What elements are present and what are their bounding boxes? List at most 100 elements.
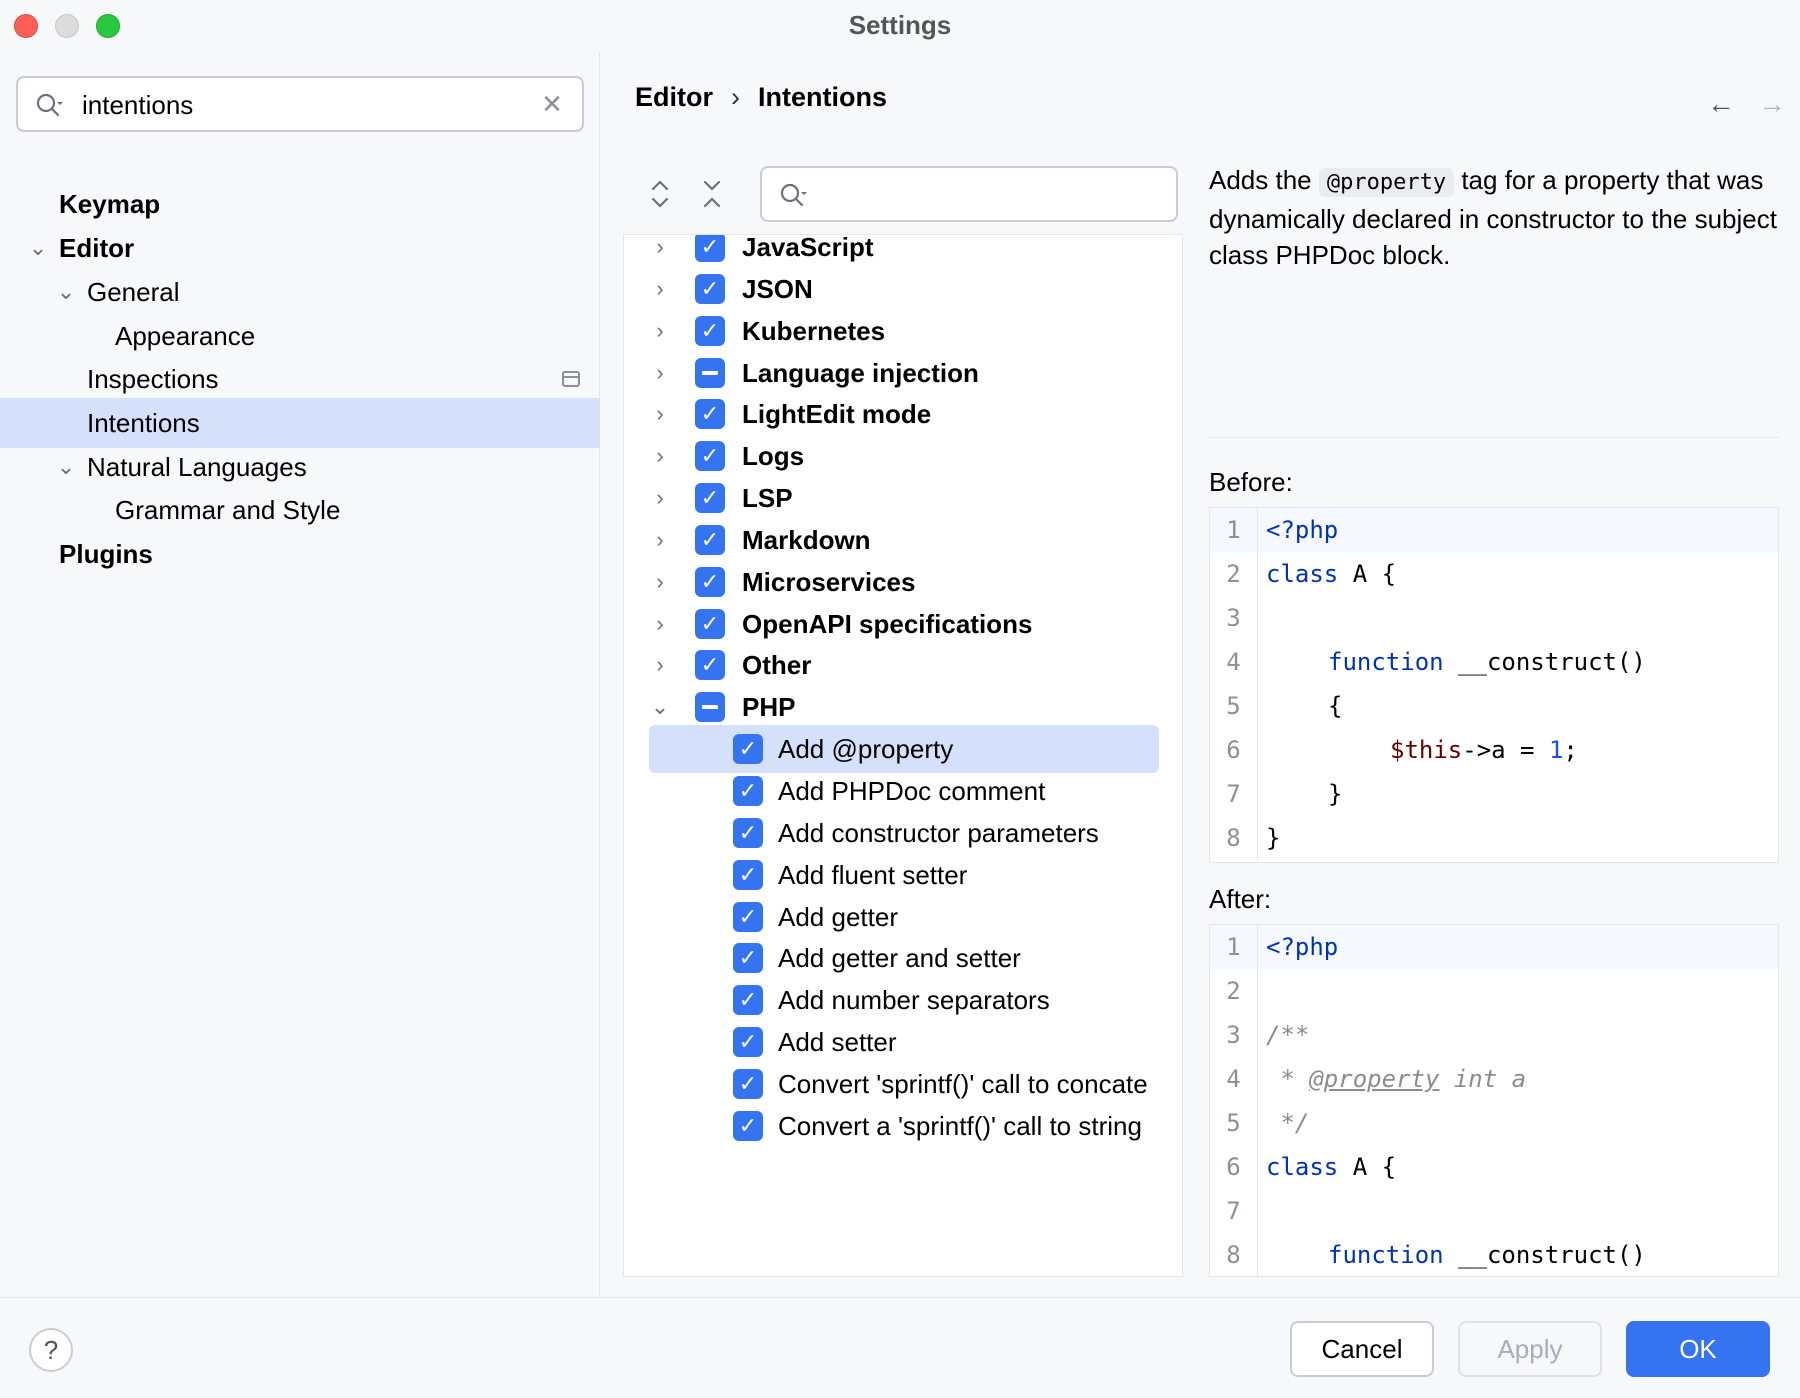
code-line: 4 * @property int a [1210,1057,1778,1101]
intentions-filter-input[interactable] [760,166,1178,222]
checkbox-checked[interactable]: ✓ [695,399,725,429]
checkbox-checked[interactable]: ✓ [695,441,725,471]
tree-row-javascript[interactable]: › ✓ JavaScript [624,234,1182,271]
tree-row-add-constructor-parameters[interactable]: ✓ Add constructor parameters [624,809,1182,857]
close-window-button[interactable] [14,14,38,38]
line-number: 3 [1210,1013,1258,1057]
cancel-button[interactable]: Cancel [1290,1321,1434,1377]
row-label: JSON [742,274,813,304]
sidebar-item-appearance[interactable]: Appearance [0,311,600,361]
tree-row-logs[interactable]: › ✓ Logs [624,432,1182,480]
chevron-right-icon[interactable]: › [656,611,664,636]
checkbox-checked[interactable]: ✓ [733,1111,763,1141]
line-number: 3 [1210,596,1258,640]
forward-arrow-icon[interactable]: → [1758,88,1786,119]
chevron-right-icon[interactable]: › [656,318,664,343]
chevron-right-icon[interactable]: › [656,401,664,426]
chevron-right-icon[interactable]: › [656,276,664,301]
chevron-right-icon[interactable]: › [656,234,664,259]
chevron-right-icon[interactable]: › [656,443,664,468]
sidebar-item-general[interactable]: ⌄ General [0,267,600,317]
tree-row-language-injection[interactable]: › Language injection [624,349,1182,397]
tree-row-add-phpdoc-comment[interactable]: ✓ Add PHPDoc comment [624,767,1182,815]
checkbox-checked[interactable]: ✓ [733,985,763,1015]
code-comment: int a [1439,1065,1527,1093]
minimize-window-button[interactable] [55,14,79,38]
tree-row-add-getter-and-setter[interactable]: ✓ Add getter and setter [624,934,1182,982]
tree-row-openapi-specifications[interactable]: › ✓ OpenAPI specifications [624,600,1182,648]
sidebar-item-natural-languages[interactable]: ⌄ Natural Languages [0,442,600,492]
tree-row-add-property[interactable]: ✓ Add @property [649,725,1159,773]
checkbox-checked[interactable]: ✓ [733,1027,763,1057]
chevron-right-icon[interactable]: › [656,360,664,385]
chevron-down-icon[interactable]: ⌄ [56,454,76,479]
checkbox-checked[interactable]: ✓ [695,274,725,304]
tree-row-lightedit-mode[interactable]: › ✓ LightEdit mode [624,390,1182,438]
breadcrumb-parent[interactable]: Editor [635,82,713,112]
back-arrow-icon[interactable]: ← [1707,88,1735,119]
code-plain: __construct() [1443,648,1646,676]
checkbox-checked[interactable]: ✓ [733,902,763,932]
checkbox-checked[interactable]: ✓ [695,483,725,513]
row-label: PHP [742,692,796,722]
sidebar-item-grammar-and-style[interactable]: Grammar and Style [0,485,600,535]
tree-row-add-fluent-setter[interactable]: ✓ Add fluent setter [624,851,1182,899]
tree-row-other[interactable]: › ✓ Other [624,641,1182,689]
checkbox-checked[interactable]: ✓ [733,943,763,973]
description-code: @property [1318,168,1455,197]
collapse-all-icon[interactable] [698,174,726,214]
tree-row-add-number-separators[interactable]: ✓ Add number separators [624,976,1182,1024]
settings-search-input[interactable]: intentions ✕ [16,76,584,132]
tree-row-convert-sprintf-string[interactable]: ✓ Convert a 'sprintf()' call to string [624,1102,1182,1150]
checkbox-checked[interactable]: ✓ [695,235,725,262]
checkbox-checked[interactable]: ✓ [695,567,725,597]
chevron-right-icon[interactable]: › [656,652,664,677]
description-post: tag for a property that was dynamically … [1209,165,1777,270]
sidebar-item-intentions[interactable]: Intentions [0,398,600,448]
checkbox-checked[interactable]: ✓ [695,650,725,680]
checkbox-checked[interactable]: ✓ [733,860,763,890]
code-text: <?php [1266,933,1339,961]
ok-button[interactable]: OK [1626,1321,1770,1377]
tree-row-markdown[interactable]: › ✓ Markdown [624,516,1182,564]
tree-row-microservices[interactable]: › ✓ Microservices [624,558,1182,606]
chevron-down-icon[interactable]: ⌄ [28,235,48,260]
chevron-down-icon[interactable]: ⌄ [56,279,76,304]
code-keyword: function [1328,648,1444,676]
checkbox-mixed[interactable] [695,358,725,388]
checkbox-checked[interactable]: ✓ [695,609,725,639]
checkbox-mixed[interactable] [695,692,725,722]
expand-all-icon[interactable] [646,174,674,214]
help-button[interactable]: ? [29,1328,73,1372]
checkbox-checked[interactable]: ✓ [733,818,763,848]
apply-button[interactable]: Apply [1458,1321,1602,1377]
chevron-right-icon[interactable]: › [656,527,664,552]
chevron-right-icon[interactable]: › [656,569,664,594]
code-line: 5{ [1210,684,1778,728]
clear-search-icon[interactable]: ✕ [541,89,563,119]
tree-row-kubernetes[interactable]: › ✓ Kubernetes [624,307,1182,355]
sidebar-item-plugins[interactable]: Plugins [0,529,600,579]
checkbox-checked[interactable]: ✓ [695,316,725,346]
tree-row-convert-sprintf-concat[interactable]: ✓ Convert 'sprintf()' call to concate [624,1060,1182,1108]
chevron-down-icon[interactable]: ⌄ [650,694,670,719]
sidebar-item-keymap[interactable]: Keymap [0,179,600,229]
tree-row-php[interactable]: ⌄ PHP [624,683,1182,731]
code-line: 1<?php [1210,508,1778,552]
tree-row-add-setter[interactable]: ✓ Add setter [624,1018,1182,1066]
tree-row-add-getter[interactable]: ✓ Add getter [624,893,1182,941]
sidebar-item-editor[interactable]: ⌄ Editor [0,223,600,273]
checkbox-checked[interactable]: ✓ [733,776,763,806]
tree-row-json[interactable]: › ✓ JSON [624,265,1182,313]
code-line: 1<?php [1210,925,1778,969]
checkbox-checked[interactable]: ✓ [695,525,725,555]
tree-row-lsp[interactable]: › ✓ LSP [624,474,1182,522]
maximize-window-button[interactable] [96,14,120,38]
checkbox-checked[interactable]: ✓ [733,1069,763,1099]
chevron-right-icon[interactable]: › [656,485,664,510]
sidebar-item-inspections[interactable]: Inspections [0,354,600,404]
checkbox-checked[interactable]: ✓ [733,734,763,764]
after-code-preview: 1<?php 2 3/** 4 * @property int a 5 */ 6… [1209,924,1779,1277]
